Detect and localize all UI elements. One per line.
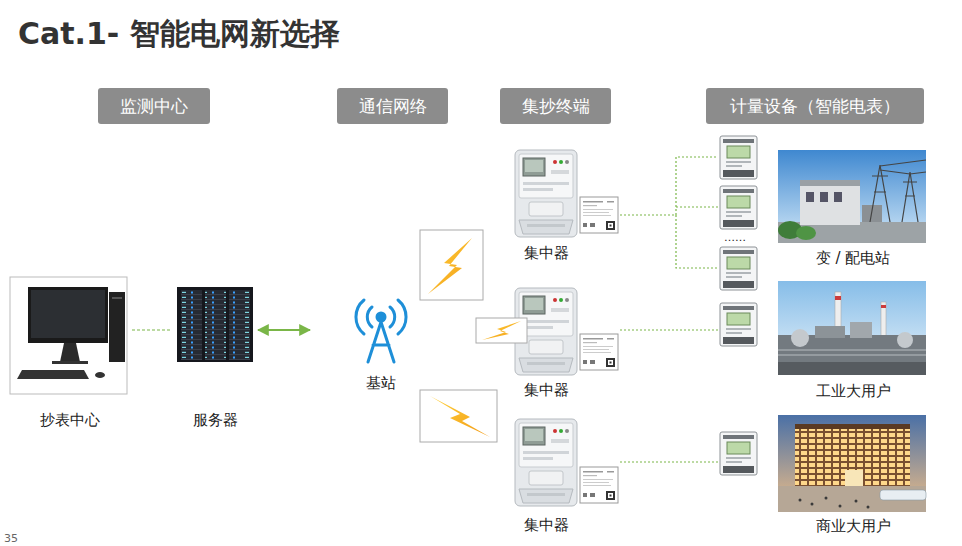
site-node: 变 / 配电站: [718, 133, 928, 293]
node-caption: 商业大用户: [778, 517, 928, 535]
server-node: 服务器: [172, 285, 258, 433]
connector: [620, 157, 718, 215]
comm-module: [580, 467, 618, 503]
smart-meter: [720, 432, 757, 475]
section-header: 监测中心: [98, 88, 210, 124]
wireless-symbol: [476, 318, 527, 343]
page-title: Cat.1- 智能电网新选择: [18, 14, 340, 55]
smart-meter: [720, 136, 757, 179]
node-caption: 变 / 配电站: [778, 249, 928, 267]
page-number: 35: [4, 532, 18, 545]
concentrator-node: 集中器: [512, 284, 620, 402]
node-caption: 抄表中心: [8, 411, 132, 429]
smart-meter: [720, 186, 757, 229]
concentrator-node: 集中器: [512, 415, 620, 537]
connector: [258, 329, 310, 331]
connector: [620, 461, 718, 462]
connector: [620, 329, 718, 330]
site-node: 商业大用户: [718, 412, 928, 540]
node-caption: 服务器: [172, 411, 258, 429]
node-caption: 集中器: [512, 244, 580, 262]
header-text: 计量设备（智能电表）: [730, 95, 900, 118]
server-illustration: [177, 287, 253, 362]
node-caption: 集中器: [512, 516, 580, 534]
header-text: 监测中心: [120, 95, 188, 118]
smart-meter: [720, 303, 757, 346]
section-header: 通信网络: [337, 88, 448, 124]
comm-module: [580, 197, 618, 233]
substation-photo: [778, 150, 926, 243]
node-caption: 基站: [310, 374, 452, 392]
connector: [132, 329, 172, 330]
node-caption: 集中器: [512, 381, 580, 399]
concentrator-node: 集中器: [512, 146, 620, 266]
site-node: 工业大用户: [718, 280, 928, 402]
header-text: 集抄终端: [522, 95, 590, 118]
smart-meter: [720, 247, 757, 290]
computer-illustration: [10, 277, 127, 394]
node-caption: 工业大用户: [778, 382, 928, 400]
branch-wire: [676, 207, 718, 268]
base-station-icon: [356, 300, 406, 362]
concentrator-device: [515, 150, 577, 237]
base-station-node: 基站: [310, 298, 452, 398]
computer-node: 抄表中心: [8, 275, 132, 433]
section-header: 计量设备（智能电表）: [706, 88, 924, 124]
comm-module: [580, 334, 618, 370]
header-text: 通信网络: [359, 95, 427, 118]
industrial-photo: [778, 281, 926, 375]
concentrator-device: [515, 419, 577, 506]
section-header: 集抄终端: [500, 88, 611, 124]
ellipsis-mark: ……: [724, 231, 746, 244]
commercial-photo: [778, 415, 926, 512]
